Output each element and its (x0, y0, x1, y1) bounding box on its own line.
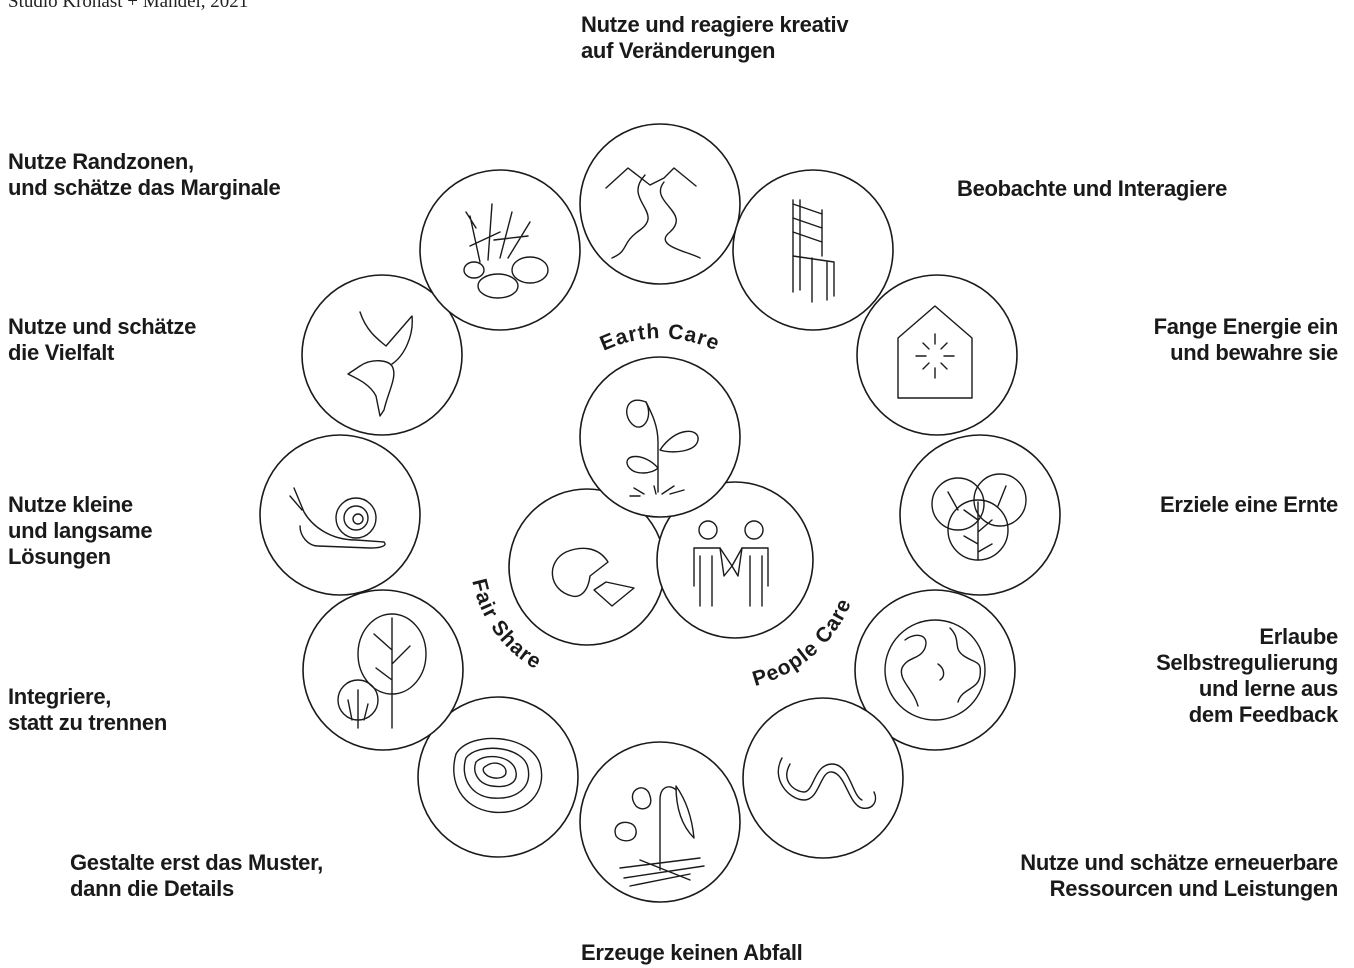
people-holding-hands-icon (693, 520, 769, 607)
principle-fingerprint-pattern (417, 696, 579, 858)
label-observe: Beobachte und Interagiere (957, 176, 1228, 201)
principle-grass-stones (419, 169, 581, 331)
trees-icon (337, 613, 427, 729)
label-integrate: Integriere,statt zu trennen (8, 684, 167, 735)
principle-compost-plant (579, 741, 741, 903)
principle-snail (259, 434, 421, 596)
principle-globe (854, 589, 1016, 751)
worm-icon (777, 757, 877, 809)
principle-mountain-river (579, 123, 741, 285)
bird-icon (347, 311, 413, 417)
earth-care-label: Earth Care (597, 320, 724, 355)
label-patterns: Gestalte erst das Muster,dann die Detail… (70, 850, 323, 901)
snail-icon (289, 487, 386, 549)
mountain-river-icon (605, 167, 701, 259)
pie-share-icon (551, 547, 635, 607)
grass-stones-icon (463, 203, 549, 299)
principle-bird (301, 274, 463, 436)
principle-chair (732, 169, 894, 331)
principle-house-sun (856, 274, 1018, 436)
fingerprint-pattern-icon (453, 737, 543, 814)
principle-worm (742, 697, 904, 859)
principle-cabbage (899, 434, 1061, 596)
chair-icon (792, 199, 835, 303)
principle-trees (302, 589, 464, 751)
label-waste: Erzeuge keinen Abfall (581, 940, 803, 965)
seedling-icon (626, 399, 699, 497)
cabbage-icon (931, 473, 1027, 561)
compost-plant-icon (614, 785, 705, 887)
label-edges: Nutze Randzonen,und schätze das Marginal… (8, 149, 281, 200)
house-sun-icon (897, 305, 973, 399)
credit-line: Studio Kronast + Mandel, 2021 (8, 0, 249, 12)
globe-icon (884, 619, 986, 721)
label-yield: Erziele eine Ernte (1159, 492, 1338, 517)
ethic-people-care (656, 481, 814, 639)
ethic-earth-care (579, 356, 741, 518)
